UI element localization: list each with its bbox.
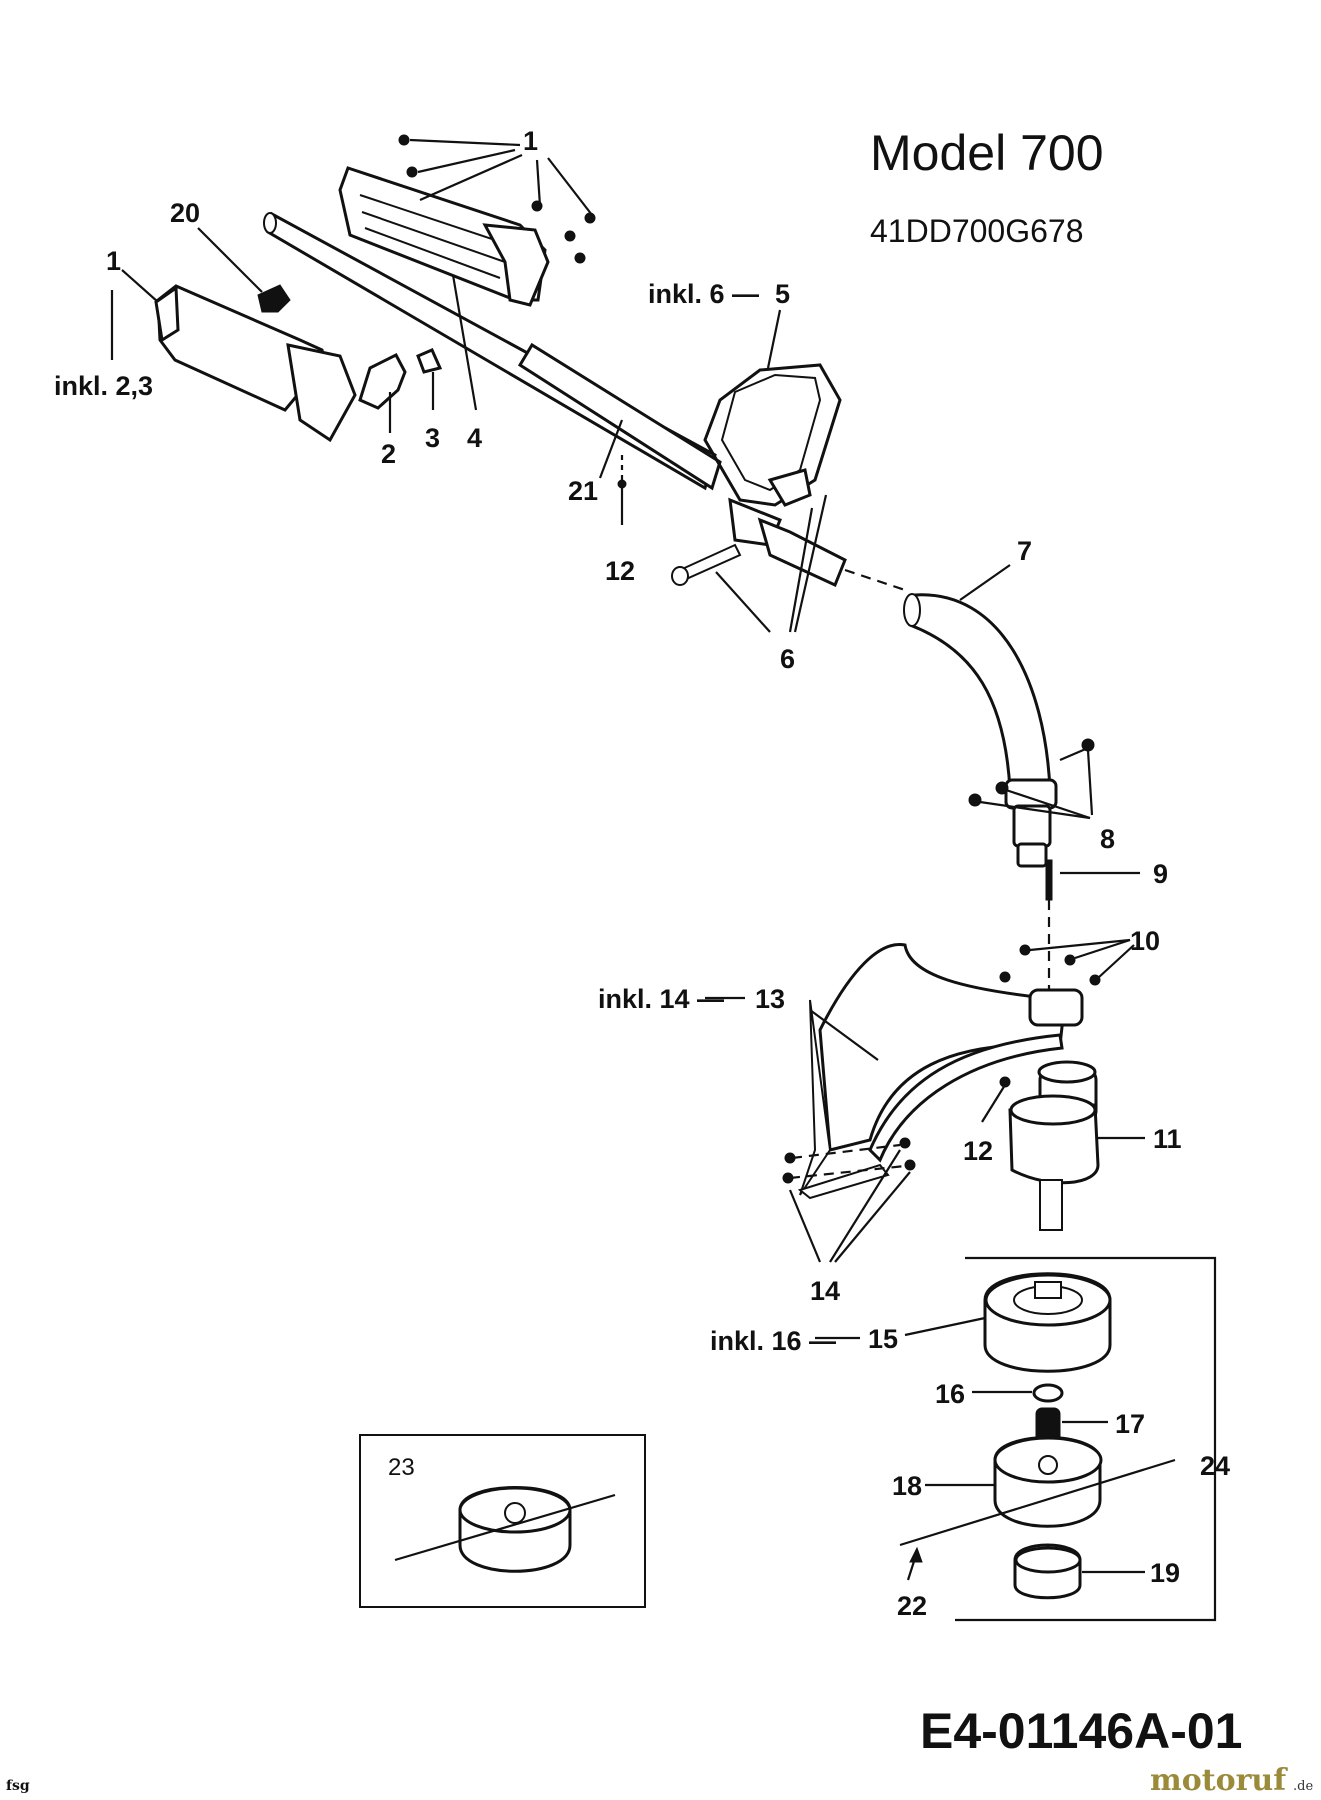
grass-shield [797, 942, 1067, 1200]
watermark-main: motoruf [1150, 1763, 1288, 1798]
label-8: 8 [1100, 824, 1115, 854]
label-15-note: inkl. 16 — [710, 1326, 836, 1356]
washer [1032, 1383, 1064, 1403]
label-4: 4 [467, 423, 482, 453]
assist-handle [671, 363, 842, 586]
label-14: 14 [810, 1276, 840, 1306]
shield-screws [782, 1137, 916, 1184]
label-3: 3 [425, 423, 440, 453]
label-24: 24 [1200, 1451, 1230, 1481]
label-12-lower: 12 [963, 1136, 993, 1166]
model-title: Model 700 [870, 125, 1104, 181]
label-18: 18 [892, 1471, 922, 1501]
label-13: 13 [755, 984, 785, 1014]
label-1-left: 1 [106, 246, 121, 276]
initials: fsg [6, 1778, 30, 1794]
upper-shaft [263, 211, 722, 491]
label-1-note: inkl. 2,3 [54, 371, 153, 401]
part-labels: 1 1 inkl. 2,3 2 3 4 inkl. 6 — 5 6 7 8 9 … [54, 126, 1230, 1621]
label-21: 21 [568, 476, 598, 506]
label-22: 22 [897, 1591, 927, 1621]
label-20: 20 [170, 198, 200, 228]
label-6: 6 [780, 644, 795, 674]
label-17: 17 [1115, 1409, 1145, 1439]
label-11: 11 [1153, 1124, 1182, 1154]
curved-lower-shaft [903, 593, 1052, 792]
shaft-coupler [757, 517, 847, 588]
leader-lines [110, 138, 1145, 1581]
guard-screws [999, 944, 1101, 986]
label-5: 5 [775, 279, 790, 309]
label-13-note: inkl. 14 — [598, 984, 724, 1014]
label-19: 19 [1150, 1558, 1180, 1588]
bump-knob [1013, 1543, 1082, 1600]
shaft-clamp [968, 738, 1095, 868]
line-spool [899, 1436, 1176, 1547]
drawing-number: E4-01146A-01 [920, 1703, 1242, 1759]
label-12-upper: 12 [605, 556, 635, 586]
label-10: 10 [1130, 926, 1160, 956]
trimmer-head-bracket [955, 1256, 1217, 1622]
gear-housing [999, 1060, 1100, 1231]
label-2: 2 [381, 439, 396, 469]
label-1-top: 1 [523, 126, 538, 156]
inset-spool [394, 1486, 616, 1573]
inset-box [359, 1434, 646, 1608]
drive-shaft-tip [1045, 859, 1053, 901]
label-23: 23 [388, 1454, 415, 1481]
label-7: 7 [1017, 536, 1032, 566]
label-15: 15 [868, 1324, 898, 1354]
rear-handle-assembly [154, 134, 596, 443]
label-5-note: inkl. 6 — [648, 279, 759, 309]
model-code: 41DD700G678 [870, 213, 1083, 249]
guard-bracket [1028, 988, 1084, 1027]
spool-housing [983, 1272, 1112, 1373]
watermark-suffix: .de [1293, 1779, 1313, 1794]
label-9: 9 [1153, 859, 1168, 889]
label-16: 16 [935, 1379, 965, 1409]
